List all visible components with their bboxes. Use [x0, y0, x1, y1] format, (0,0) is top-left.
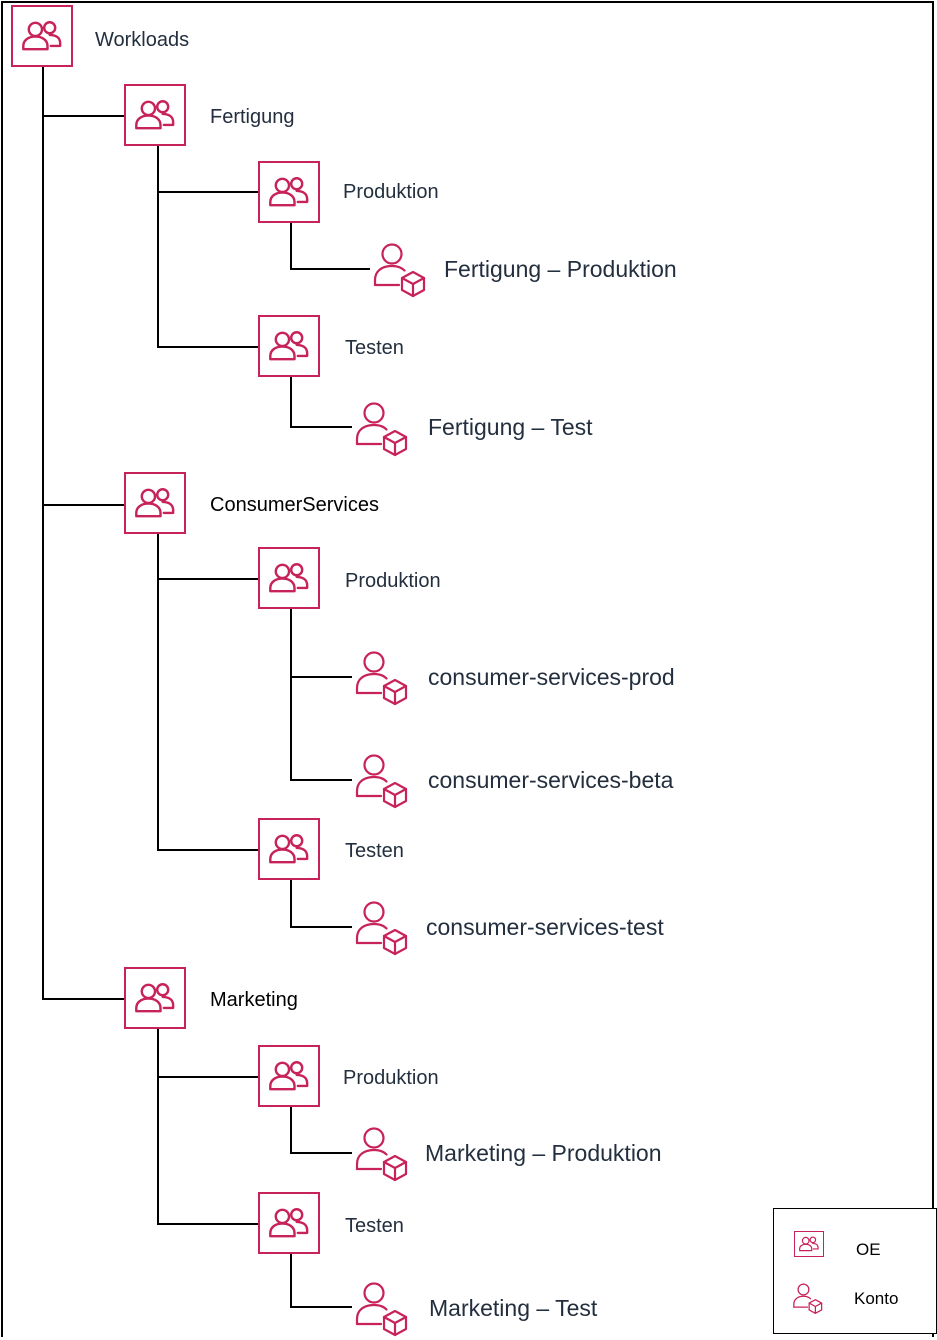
ou-icon — [258, 161, 320, 223]
legend: OE Konto — [773, 1208, 937, 1334]
ou-icon — [258, 547, 320, 609]
connector-line — [157, 533, 159, 850]
ou-icon — [11, 5, 73, 67]
account-label-consumer-services-test: consumer-services-test — [426, 914, 664, 940]
connector-line — [42, 65, 44, 1000]
ou-label-marketing-testen: Testen — [345, 1215, 404, 1237]
ou-label-consumerservices: ConsumerServices — [210, 494, 379, 516]
connector-line — [157, 1027, 159, 1224]
connector-line — [290, 926, 358, 928]
ou-icon — [258, 1192, 320, 1254]
connector-line — [157, 1223, 259, 1225]
connector-line — [290, 779, 358, 781]
connector-line — [157, 849, 259, 851]
connector-line — [42, 504, 124, 506]
account-icon — [352, 398, 412, 458]
account-icon — [370, 239, 430, 299]
connector-line — [290, 268, 374, 270]
account-icon — [352, 1278, 412, 1338]
ou-label-fertigung-produktion: Produktion — [343, 181, 439, 203]
connector-line — [290, 676, 358, 678]
ou-label-consumerservices-testen: Testen — [345, 840, 404, 862]
connector-line — [290, 879, 292, 927]
account-label-consumer-services-beta: consumer-services-beta — [428, 767, 674, 793]
ou-icon — [124, 967, 186, 1029]
connector-line — [157, 1076, 259, 1078]
connector-line — [157, 578, 259, 580]
account-label-consumer-services-prod: consumer-services-prod — [428, 664, 675, 690]
ou-label-marketing: Marketing — [210, 989, 298, 1011]
connector-line — [290, 221, 292, 269]
ou-icon — [794, 1231, 824, 1257]
ou-icon — [258, 1045, 320, 1107]
account-icon — [352, 1123, 412, 1183]
account-label-fertigung-produktion: Fertigung – Produktion — [444, 256, 677, 282]
connector-line — [42, 998, 124, 1000]
connector-line — [290, 1252, 292, 1307]
ou-icon — [124, 84, 186, 146]
ou-label-workloads: Workloads — [95, 29, 190, 51]
ou-label-marketing-produktion: Produktion — [343, 1067, 439, 1089]
ou-icon — [258, 315, 320, 377]
account-label-fertigung-test: Fertigung – Test — [428, 414, 593, 440]
ou-label-consumerservices-produktion: Produktion — [345, 570, 441, 592]
connector-line — [290, 1105, 292, 1153]
connector-line — [290, 426, 358, 428]
ou-label-fertigung-testen: Testen — [345, 337, 404, 359]
connector-line — [157, 346, 259, 348]
account-icon — [791, 1281, 825, 1315]
account-icon — [352, 750, 412, 810]
connector-line — [290, 1306, 358, 1308]
connector-line — [157, 145, 159, 347]
legend-label-account: Konto — [854, 1289, 899, 1308]
connector-line — [42, 115, 124, 117]
connector-line — [290, 608, 292, 780]
account-icon — [352, 647, 412, 707]
ou-icon — [258, 818, 320, 880]
legend-label-ou: OE — [856, 1240, 881, 1259]
account-label-marketing-test: Marketing – Test — [429, 1295, 598, 1321]
account-icon — [352, 897, 412, 957]
connector-line — [290, 1152, 358, 1154]
ou-icon — [124, 472, 186, 534]
ou-label-fertigung: Fertigung — [210, 106, 295, 128]
connector-line — [157, 191, 259, 193]
connector-line — [290, 376, 292, 427]
account-label-marketing-produktion: Marketing – Produktion — [425, 1140, 662, 1166]
